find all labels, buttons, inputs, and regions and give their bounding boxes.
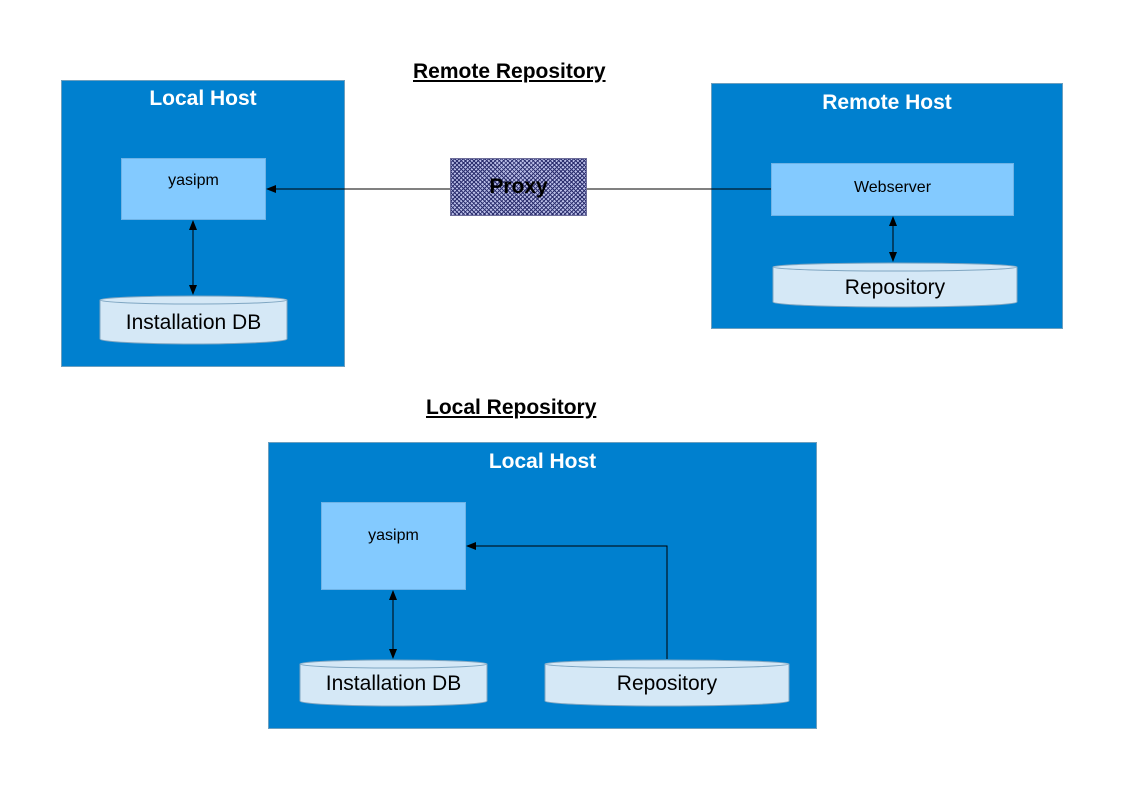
local-repository-db: Repository bbox=[544, 659, 790, 707]
installation-db: Installation DB bbox=[99, 295, 288, 345]
remote-repository-db: Repository bbox=[772, 262, 1018, 308]
yasipm-label: yasipm bbox=[168, 172, 219, 189]
yasipm-component: yasipm bbox=[121, 158, 266, 220]
local-repository-label: Repository bbox=[616, 672, 718, 695]
proxy-label: Proxy bbox=[489, 175, 548, 198]
remote-host-title: Remote Host bbox=[822, 91, 952, 114]
db-cylinder-shape bbox=[772, 262, 1018, 308]
local-host-title: Local Host bbox=[488, 450, 597, 473]
local-repository-heading: Local Repository bbox=[426, 396, 597, 419]
yasipm-component: yasipm bbox=[321, 502, 466, 590]
remote-repository-label: Repository bbox=[844, 276, 946, 299]
db-cylinder-shape bbox=[299, 659, 488, 707]
yasipm-label: yasipm bbox=[368, 527, 419, 544]
installation-db: Installation DB bbox=[299, 659, 488, 707]
remote-repository-heading: Remote Repository bbox=[413, 60, 606, 83]
webserver-label: Webserver bbox=[853, 179, 932, 196]
installation-db-label: Installation DB bbox=[325, 672, 462, 695]
db-cylinder-shape bbox=[544, 659, 790, 707]
db-cylinder-shape bbox=[99, 295, 288, 345]
proxy-node: Proxy bbox=[450, 158, 587, 216]
local-host-title: Local Host bbox=[149, 87, 257, 110]
webserver-component: Webserver bbox=[771, 163, 1014, 216]
installation-db-label: Installation DB bbox=[125, 311, 262, 334]
